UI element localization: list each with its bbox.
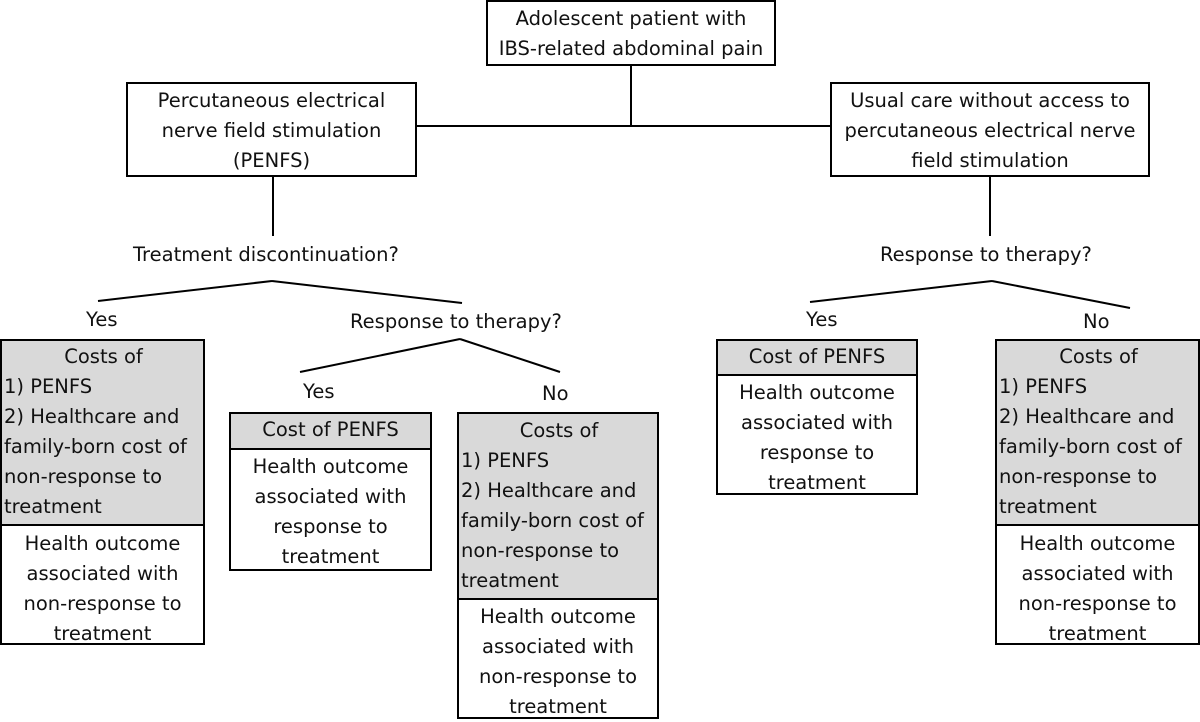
penfs-arm-line-2: nerve field stimulation bbox=[161, 119, 382, 142]
cost-section: Cost of PENFS bbox=[718, 341, 916, 374]
outcome-disc-yes: Costs of 1) PENFS 2) Healthcare and fami… bbox=[0, 339, 205, 645]
cost-section: Cost of PENFS bbox=[231, 414, 430, 448]
cost-line: Cost of PENFS bbox=[748, 345, 886, 368]
cost-line: Costs of bbox=[64, 345, 143, 368]
health-line: associated with bbox=[26, 562, 179, 585]
outcome-usual-no: Costs of 1) PENFS 2) Healthcare and fami… bbox=[995, 339, 1200, 645]
health-line: non-response to bbox=[478, 665, 638, 688]
usual-arm-line-3: field stimulation bbox=[911, 149, 1069, 172]
branch-usual-no bbox=[991, 280, 1131, 309]
branch-penfs-yes bbox=[299, 338, 461, 373]
health-section: Health outcome associated with non-respo… bbox=[459, 598, 657, 722]
cost-line: 1) PENFS bbox=[461, 449, 550, 472]
health-line: treatment bbox=[53, 622, 152, 645]
branch-label-penfs-no: No bbox=[542, 382, 569, 405]
cost-line: treatment bbox=[4, 495, 102, 518]
cost-line: 2) Healthcare and bbox=[4, 405, 180, 428]
branch-label-disc-yes: Yes bbox=[86, 308, 118, 331]
cost-line: 2) Healthcare and bbox=[461, 479, 637, 502]
health-line: response to bbox=[759, 441, 875, 464]
penfs-arm-node: Percutaneous electrical nerve field stim… bbox=[126, 82, 417, 177]
outcome-penfs-yes: Cost of PENFS Health outcome associated … bbox=[229, 412, 432, 571]
health-line: treatment bbox=[768, 471, 866, 494]
usual-arm-line-1: Usual care without access to bbox=[850, 89, 1130, 112]
root-line-2: IBS-related abdominal pain bbox=[498, 37, 764, 60]
outcome-penfs-no: Costs of 1) PENFS 2) Healthcare and fami… bbox=[457, 412, 659, 719]
health-section: Health outcome associated with response … bbox=[231, 448, 430, 572]
health-line: Health outcome bbox=[1019, 532, 1176, 555]
health-line: Health outcome bbox=[739, 381, 895, 404]
branch-disc-no bbox=[271, 280, 463, 304]
health-line: response to bbox=[273, 515, 388, 538]
health-line: treatment bbox=[281, 545, 380, 568]
health-line: treatment bbox=[1048, 622, 1147, 645]
usual-arm-line-2: percutaneous electrical nerve bbox=[844, 119, 1136, 142]
cost-line: non-response to bbox=[4, 465, 163, 488]
decision-treatment-discontinuation: Treatment discontinuation? bbox=[133, 243, 399, 266]
health-line: Health outcome bbox=[252, 455, 409, 478]
root-node: Adolescent patient with IBS-related abdo… bbox=[486, 0, 776, 66]
root-line-1: Adolescent patient with bbox=[515, 7, 747, 30]
cost-line: treatment bbox=[461, 569, 559, 592]
cost-section: Costs of 1) PENFS 2) Healthcare and fami… bbox=[459, 414, 657, 598]
penfs-arm-line-3: (PENFS) bbox=[232, 149, 311, 172]
health-line: non-response to bbox=[1018, 592, 1177, 615]
cost-line: non-response to bbox=[461, 539, 620, 562]
health-section: Health outcome associated with response … bbox=[718, 374, 916, 498]
branch-label-usual-no: No bbox=[1083, 310, 1110, 333]
branch-label-usual-yes: Yes bbox=[806, 308, 838, 331]
health-section: Health outcome associated with non-respo… bbox=[997, 524, 1198, 649]
cost-line: family-born cost of bbox=[999, 435, 1182, 458]
health-line: associated with bbox=[741, 411, 893, 434]
cost-line: 2) Healthcare and bbox=[999, 405, 1175, 428]
cost-line: 1) PENFS bbox=[4, 375, 93, 398]
penfs-arm-line-1: Percutaneous electrical bbox=[157, 89, 386, 112]
health-line: Health outcome bbox=[480, 605, 636, 628]
branch-label-penfs-yes: Yes bbox=[303, 380, 335, 403]
branch-disc-yes bbox=[97, 280, 273, 302]
health-line: treatment bbox=[509, 695, 607, 718]
decision-usual-response: Response to therapy? bbox=[880, 243, 1092, 266]
cost-line: Costs of bbox=[1059, 345, 1138, 368]
decision-penfs-response: Response to therapy? bbox=[350, 310, 562, 333]
cost-line: Cost of PENFS bbox=[262, 418, 399, 441]
cost-line: family-born cost of bbox=[461, 509, 644, 532]
cost-line: family-born cost of bbox=[4, 435, 187, 458]
outcome-usual-yes: Cost of PENFS Health outcome associated … bbox=[716, 339, 918, 495]
health-line: associated with bbox=[1021, 562, 1174, 585]
health-line: associated with bbox=[254, 485, 407, 508]
cost-line: 1) PENFS bbox=[999, 375, 1088, 398]
usual-care-arm-node: Usual care without access to percutaneou… bbox=[830, 82, 1150, 177]
cost-line: Costs of bbox=[519, 419, 599, 442]
health-line: Health outcome bbox=[24, 532, 181, 555]
cost-section: Costs of 1) PENFS 2) Healthcare and fami… bbox=[997, 341, 1198, 524]
cost-line: non-response to bbox=[999, 465, 1158, 488]
health-line: associated with bbox=[482, 635, 634, 658]
branch-usual-yes bbox=[809, 280, 993, 303]
branch-penfs-no bbox=[459, 338, 561, 373]
cost-line: treatment bbox=[999, 495, 1097, 518]
health-line: non-response to bbox=[23, 592, 182, 615]
cost-section: Costs of 1) PENFS 2) Healthcare and fami… bbox=[2, 341, 203, 524]
health-section: Health outcome associated with non-respo… bbox=[2, 524, 203, 649]
